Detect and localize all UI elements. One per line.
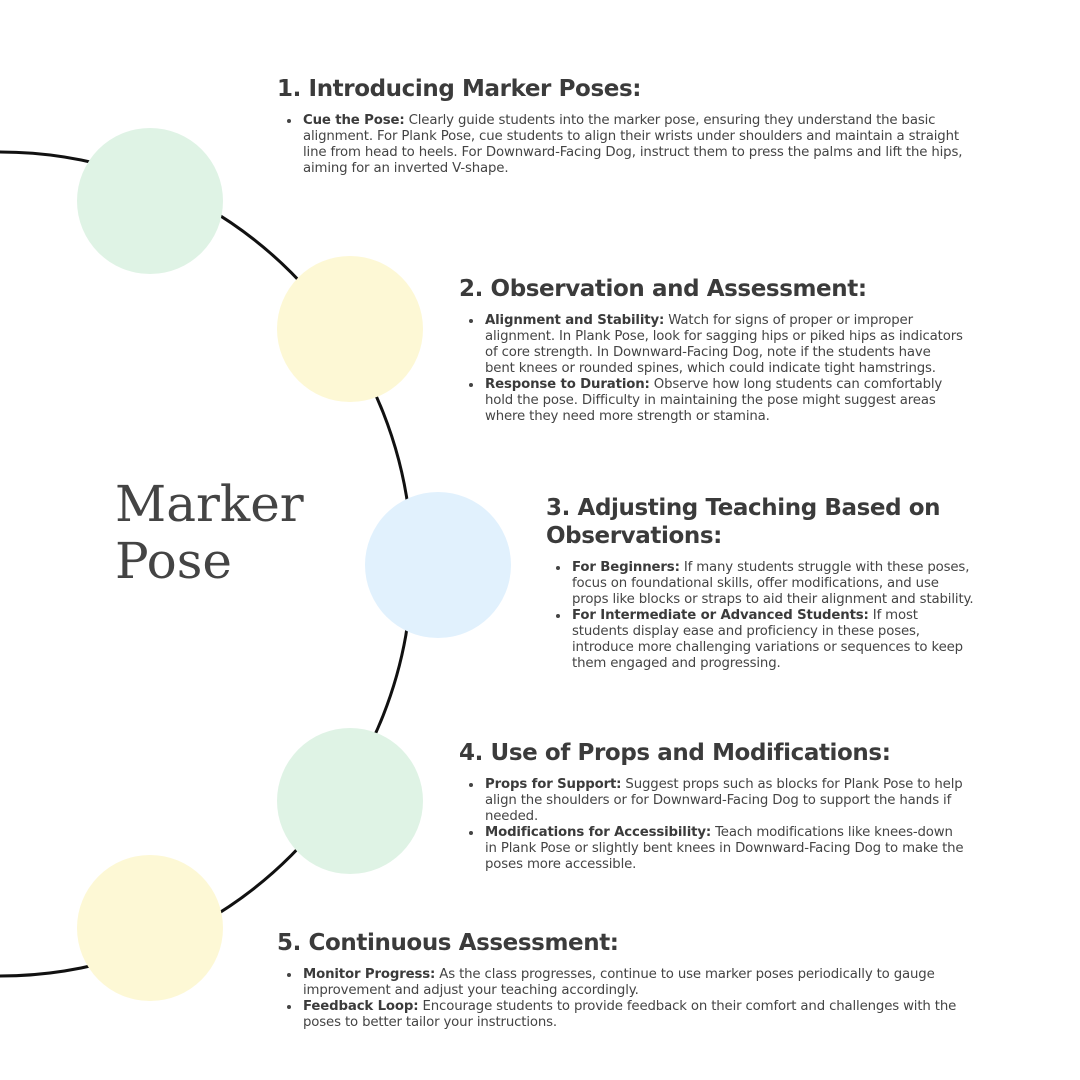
item-label: Feedback Loop:	[303, 999, 419, 1014]
main-title-line-1: Marker	[115, 475, 304, 533]
bullet-list: Props for Support: Suggest props such as…	[459, 777, 964, 873]
item-label: Modifications for Accessibility:	[485, 825, 711, 840]
section-adjusting-teaching: 3. Adjusting Teaching Based on Observati…	[546, 494, 978, 672]
bullet-list: Monitor Progress: As the class progresse…	[277, 967, 977, 1031]
section-continuous-assessment: 5. Continuous Assessment: Monitor Progre…	[277, 929, 977, 1031]
item-text: If most students display ease and profic…	[572, 608, 963, 671]
item-text: Observe how long students can comfortabl…	[485, 377, 943, 424]
list-item: Alignment and Stability: Watch for signs…	[469, 313, 964, 377]
list-item: Props for Support: Suggest props such as…	[469, 777, 964, 825]
item-text: Watch for signs of proper or improper al…	[485, 313, 963, 376]
item-text: Suggest props such as blocks for Plank P…	[485, 777, 963, 824]
section-heading: 3. Adjusting Teaching Based on Observati…	[546, 495, 941, 549]
main-title-line-2: Pose	[115, 532, 232, 590]
list-item: For Beginners: If many students struggle…	[556, 560, 978, 608]
bullet-list: Cue the Pose: Clearly guide students int…	[277, 113, 977, 177]
item-label: Props for Support:	[485, 777, 622, 792]
section-heading: 2. Observation and Assessment:	[459, 276, 867, 302]
list-item: For Intermediate or Advanced Students: I…	[556, 608, 978, 672]
main-title: Marker Pose	[115, 476, 304, 590]
section-heading: 1. Introducing Marker Poses:	[277, 76, 642, 102]
list-item: Modifications for Accessibility: Teach m…	[469, 825, 964, 873]
item-label: Alignment and Stability:	[485, 313, 665, 328]
section-heading: 5. Continuous Assessment:	[277, 930, 619, 956]
section-introducing-marker-poses: 1. Introducing Marker Poses: Cue the Pos…	[277, 75, 977, 177]
list-item: Monitor Progress: As the class progresse…	[287, 967, 977, 999]
item-text: Encourage students to provide feedback o…	[303, 999, 957, 1030]
item-text: If many students struggle with these pos…	[572, 560, 974, 607]
item-text: Teach modifications like knees-down in P…	[485, 825, 964, 872]
list-item: Cue the Pose: Clearly guide students int…	[287, 113, 977, 177]
step-3-circle	[365, 492, 511, 638]
section-props-modifications: 4. Use of Props and Modifications: Props…	[459, 739, 964, 873]
list-item: Feedback Loop: Encourage students to pro…	[287, 999, 977, 1031]
step-1-circle	[77, 128, 223, 274]
item-text: As the class progresses, continue to use…	[303, 967, 935, 998]
item-label: Response to Duration:	[485, 377, 650, 392]
list-item: Response to Duration: Observe how long s…	[469, 377, 964, 425]
bullet-list: For Beginners: If many students struggle…	[546, 560, 978, 672]
item-label: For Intermediate or Advanced Students:	[572, 608, 869, 623]
bullet-list: Alignment and Stability: Watch for signs…	[459, 313, 964, 425]
step-2-circle	[277, 256, 423, 402]
section-heading: 4. Use of Props and Modifications:	[459, 740, 891, 766]
item-label: Monitor Progress:	[303, 967, 436, 982]
step-5-circle	[77, 855, 223, 1001]
item-text: Clearly guide students into the marker p…	[303, 113, 963, 176]
step-4-circle	[277, 728, 423, 874]
section-observation-assessment: 2. Observation and Assessment: Alignment…	[459, 275, 964, 425]
item-label: Cue the Pose:	[303, 113, 405, 128]
item-label: For Beginners:	[572, 560, 680, 575]
